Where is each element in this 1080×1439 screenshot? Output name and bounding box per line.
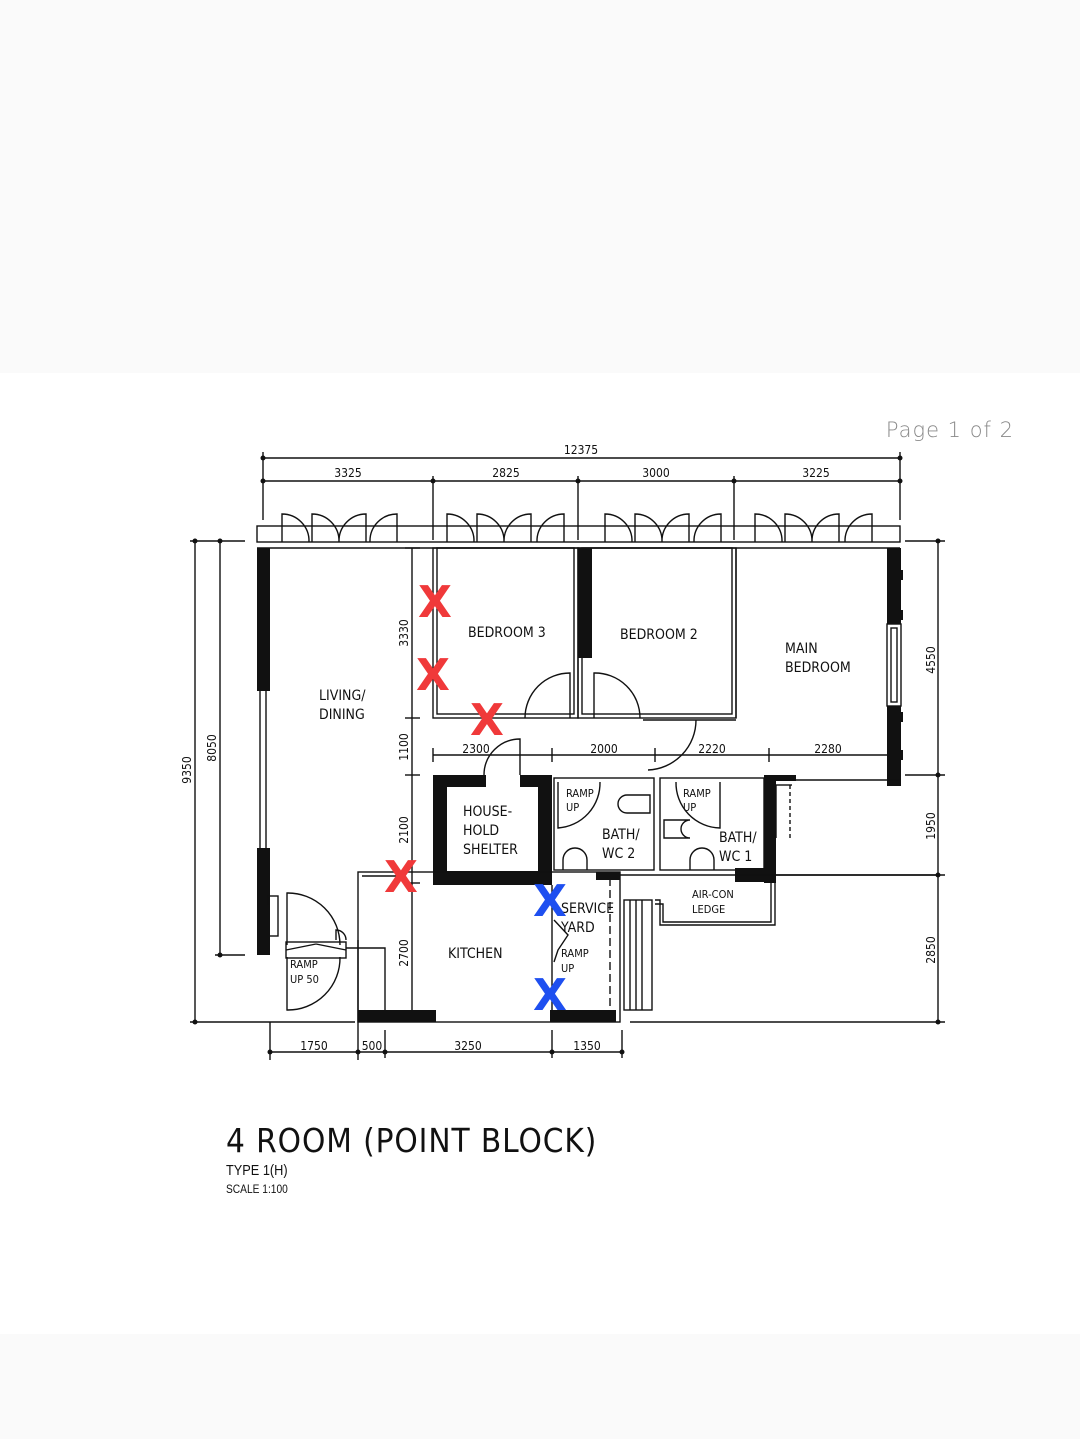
dim-corridor-4: 2280 (814, 742, 842, 756)
room-bedroom-3: BEDROOM 3 (468, 625, 546, 641)
right-dimension-lines (630, 540, 945, 1023)
dim-bottom-2: 500 (362, 1039, 383, 1053)
red-x-markers: X X X X (384, 577, 504, 903)
drawing-type: TYPE 1(H) (226, 1162, 288, 1179)
red-x-marker-2: X (416, 650, 450, 701)
dim-bottom-3: 3250 (454, 1039, 482, 1053)
room-bath-wc2: BATH/ WC 2 RAMP UP (566, 787, 640, 862)
left-dimension-lines (190, 540, 355, 1023)
dim-top-2: 2825 (492, 466, 519, 480)
dim-left-inner: 8050 (205, 734, 219, 762)
bath1-label-1: BATH/ (719, 830, 757, 846)
entrance-ramp-2: UP 50 (290, 973, 319, 986)
page-indicator: Page 1 of 2 (885, 418, 1014, 442)
bath2-label-2: WC 2 (602, 846, 635, 862)
entrance-door (267, 892, 386, 1060)
top-dimension-lines (262, 452, 901, 540)
dim-inner-3: 2100 (397, 816, 411, 844)
main-bedroom-label-1: MAIN (785, 641, 818, 657)
dim-corridor-3: 2220 (698, 742, 726, 756)
dim-top-1: 3325 (334, 466, 361, 480)
room-kitchen: KITCHEN (448, 946, 503, 962)
dim-inner-1: 3330 (397, 619, 411, 647)
room-bath-wc1: BATH/ WC 1 RAMP UP (683, 787, 757, 865)
shelter-label-1: HOUSE- (463, 804, 512, 820)
floor-plan-page: Page 1 of 2 (0, 373, 1080, 1334)
bath-wc2-walls (553, 777, 655, 871)
aircon-label-1: AIR-CON (692, 888, 734, 901)
main-bedroom-walls (643, 548, 902, 771)
service-ramp-2: UP (561, 962, 574, 975)
service-yard-label-2: YARD (560, 920, 595, 936)
blue-x-marker-1: X (533, 876, 567, 927)
drawing-scale: SCALE 1:100 (226, 1182, 288, 1196)
service-ramp-1: RAMP (561, 947, 589, 960)
red-x-marker-4: X (384, 852, 418, 903)
dim-top-4: 3225 (802, 466, 829, 480)
dim-right-1: 4550 (924, 646, 938, 674)
dim-bottom-1: 1750 (300, 1039, 328, 1053)
entrance-ramp-1: RAMP (290, 958, 318, 971)
dim-right-2: 1950 (924, 812, 938, 840)
room-service-yard: SERVICE YARD RAMP UP (560, 901, 614, 975)
blue-x-marker-2: X (533, 970, 567, 1021)
main-bedroom-label-2: BEDROOM (785, 660, 851, 676)
room-main-bedroom: MAIN BEDROOM (785, 641, 851, 676)
room-living-dining: LIVING/ DINING (319, 688, 366, 723)
red-x-marker-1: X (418, 577, 452, 628)
bath1-label-2: WC 1 (719, 849, 752, 865)
bath2-ramp-1: RAMP (566, 787, 594, 800)
inner-vertical-dimension (405, 547, 420, 884)
bath2-label-1: BATH/ (602, 827, 640, 843)
dim-bottom-4: 1350 (573, 1039, 601, 1053)
bath1-ramp-1: RAMP (683, 787, 711, 800)
dim-top-3: 3000 (642, 466, 670, 480)
living-label-1: LIVING/ (319, 688, 366, 704)
shelter-label-3: SHELTER (463, 842, 518, 858)
corridor-dimension-line (432, 748, 887, 762)
dim-inner-2: 1100 (397, 733, 411, 761)
entrance-ramp: RAMP UP 50 (290, 958, 319, 986)
blue-x-markers: X X (533, 876, 567, 1021)
stair-lines (623, 899, 653, 1011)
room-bedroom-2: BEDROOM 2 (620, 627, 698, 643)
aircon-label-2: LEDGE (692, 903, 725, 916)
dim-corridor-2: 2000 (590, 742, 618, 756)
household-shelter-walls (483, 738, 521, 776)
dim-top-total: 12375 (564, 443, 598, 457)
bath1-ramp-2: UP (683, 801, 696, 814)
room-aircon-ledge: AIR-CON LEDGE (692, 888, 734, 916)
bath2-ramp-2: UP (566, 801, 579, 814)
aircon-ledge-walls (620, 874, 940, 926)
shelter-label-2: HOLD (463, 823, 499, 839)
floor-plan-drawing: 12375 3325 2825 3000 3225 9350 8050 3330… (180, 443, 945, 1060)
dim-right-3: 2850 (924, 936, 938, 964)
service-yard-label-1: SERVICE (561, 901, 614, 917)
room-household-shelter: HOUSE- HOLD SHELTER (463, 804, 518, 858)
drawing-title-block: 4 ROOM (POINT BLOCK) TYPE 1(H) SCALE 1:1… (226, 1121, 639, 1196)
red-x-marker-3: X (470, 695, 504, 746)
living-room-walls (259, 548, 413, 1022)
dim-left-outer: 9350 (180, 756, 194, 784)
drawing-title: 4 ROOM (POINT BLOCK) (226, 1121, 598, 1160)
dim-inner-4: 2700 (397, 939, 411, 967)
dim-corridor-1: 2300 (462, 742, 490, 756)
living-label-2: DINING (319, 707, 365, 723)
